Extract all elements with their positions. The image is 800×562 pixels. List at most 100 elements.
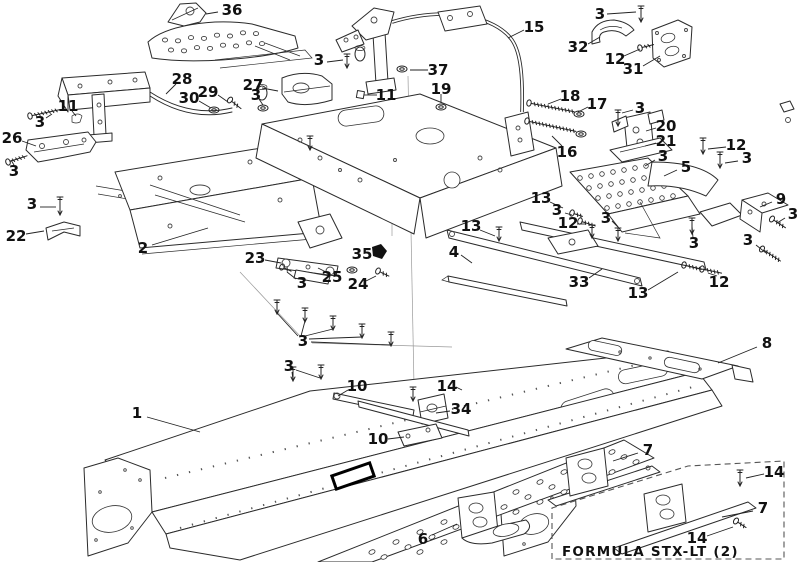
leader-line xyxy=(612,452,639,462)
leader-line xyxy=(258,98,264,106)
part-bulkhead-frame xyxy=(255,93,563,249)
part-label-3-34: 3 xyxy=(601,209,611,227)
part-label-3-49: 3 xyxy=(743,231,753,249)
part-label-18-16: 18 xyxy=(560,87,581,105)
part-label-2-35: 2 xyxy=(138,239,148,257)
part-rod-4 xyxy=(441,275,568,307)
part-label-35-39: 35 xyxy=(352,245,373,263)
leader-line xyxy=(707,146,727,150)
leader-line xyxy=(198,100,212,109)
part-label-5-25: 5 xyxy=(681,158,691,176)
part-label-3-2: 3 xyxy=(595,5,605,23)
leader-line xyxy=(25,230,45,235)
leader-line xyxy=(549,201,564,209)
leader-line xyxy=(455,386,463,391)
screw-icon xyxy=(358,323,366,340)
screw-icon xyxy=(736,469,744,488)
part-label-26-22: 26 xyxy=(2,129,23,147)
leader-line xyxy=(291,371,294,381)
nut-icon xyxy=(257,104,269,112)
part-label-3-26: 3 xyxy=(658,147,668,165)
part-bracket-7-lower xyxy=(613,483,757,555)
leader-line xyxy=(165,83,177,95)
leader-line xyxy=(264,259,282,264)
bolt-icon xyxy=(681,261,702,272)
part-rails-33 xyxy=(446,221,707,287)
screw-icon xyxy=(716,151,724,170)
part-plate-8 xyxy=(565,337,754,383)
leader-line xyxy=(547,98,562,105)
clip-icon xyxy=(372,244,387,259)
part-label-27-7: 27 xyxy=(243,76,264,94)
screw-icon xyxy=(637,5,645,24)
leader-line xyxy=(295,369,321,379)
leader-line xyxy=(217,94,229,103)
leader-line xyxy=(205,11,219,15)
part-label-11-14: 11 xyxy=(376,86,397,104)
screw-icon xyxy=(409,386,417,403)
nut-icon xyxy=(575,130,587,138)
part-label-3-32: 3 xyxy=(552,201,562,219)
nut-icon xyxy=(396,65,408,73)
part-label-12-27: 12 xyxy=(726,136,747,154)
nut-icon xyxy=(208,106,220,114)
leader-line xyxy=(431,523,458,536)
part-label-20-19: 20 xyxy=(656,117,677,135)
part-left-bracket-assembly xyxy=(57,71,233,144)
part-label-12-4: 12 xyxy=(605,50,626,68)
leader-line xyxy=(460,254,473,264)
bolt-icon xyxy=(569,209,583,219)
part-label-9-29: 9 xyxy=(776,190,786,208)
part-label-16-24: 16 xyxy=(557,143,578,161)
leader-line xyxy=(300,320,306,337)
leader-line xyxy=(706,526,734,537)
leader-lines xyxy=(10,11,786,537)
screw-icon xyxy=(699,137,707,156)
part-label-3-50: 3 xyxy=(298,332,308,350)
part-chain-guard xyxy=(147,21,313,69)
screw-icon xyxy=(614,227,622,243)
leader-line xyxy=(745,473,765,479)
leader-line xyxy=(721,510,754,518)
bolt-icon xyxy=(758,245,781,263)
variant-caption: FORMULA STX-LT (2) xyxy=(562,544,739,560)
part-label-22-36: 22 xyxy=(6,227,27,245)
part-label-21-20: 21 xyxy=(656,132,677,150)
part-label-3-8: 3 xyxy=(314,51,324,69)
part-label-13-43: 13 xyxy=(461,217,482,235)
screw-icon xyxy=(301,307,309,324)
part-label-8-58: 8 xyxy=(762,334,772,352)
nut-icon xyxy=(435,103,447,111)
leader-line xyxy=(365,275,377,282)
part-label-7-61: 7 xyxy=(758,499,768,517)
part-label-12-33: 12 xyxy=(558,214,579,232)
leader-line xyxy=(310,341,392,346)
leader-line xyxy=(45,113,53,119)
bolt-icon xyxy=(526,99,575,114)
leader-line xyxy=(317,267,327,273)
leader-line xyxy=(551,135,563,147)
leader-line xyxy=(606,11,637,15)
leader-line xyxy=(261,87,279,92)
leader-line xyxy=(755,244,767,254)
leader-line xyxy=(691,225,694,239)
screw-icon xyxy=(306,135,314,152)
leader-line xyxy=(647,271,679,291)
variant-box: FORMULA STX-LT (2) xyxy=(551,460,785,560)
leader-line xyxy=(663,169,678,177)
leader-line xyxy=(308,336,363,340)
part-label-19-15: 19 xyxy=(431,80,452,98)
leader-line xyxy=(151,227,209,246)
leader-line xyxy=(611,220,619,228)
part-steering-support xyxy=(335,5,795,123)
leader-line xyxy=(564,212,573,216)
part-bracket-10-lower xyxy=(397,423,443,447)
leader-line xyxy=(507,29,525,39)
part-label-3-28: 3 xyxy=(742,149,752,167)
part-bracket-26 xyxy=(25,131,97,163)
part-linkage-23-25 xyxy=(275,244,387,285)
part-label-3-21: 3 xyxy=(35,113,45,131)
part-label-10-53: 10 xyxy=(347,377,368,395)
screw-icon xyxy=(56,196,64,217)
